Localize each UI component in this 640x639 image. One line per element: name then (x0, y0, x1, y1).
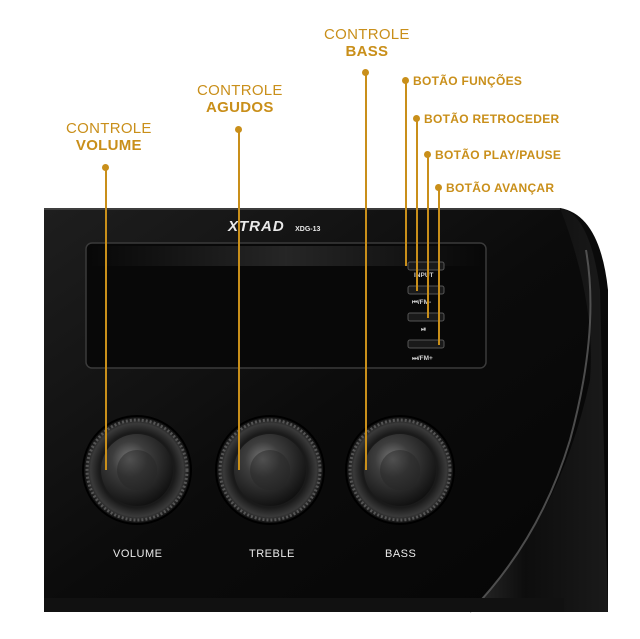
play-callout: BOTÃO PLAY/PAUSE (435, 148, 562, 162)
bass-knob (345, 415, 455, 525)
bass-callout-line (365, 73, 367, 470)
forward-callout-dot (435, 184, 442, 191)
rewind-callout-line (416, 119, 418, 291)
treble-callout-line2: AGUDOS (206, 99, 274, 116)
rewind-callout-dot (413, 115, 420, 122)
bass-callout-dot (362, 69, 369, 76)
volume-callout-dot (102, 164, 109, 171)
input-button-label: INPUT (414, 272, 434, 279)
next-button-label: ⏭/FM+ (412, 355, 433, 362)
treble-callout: CONTROLE AGUDOS (197, 82, 283, 116)
model-number: XDG-13 (295, 226, 321, 233)
volume-label: VOLUME (113, 548, 163, 560)
play-callout-line (427, 155, 429, 318)
forward-callout: BOTÃO AVANÇAR (446, 181, 555, 195)
volume-callout-line (105, 168, 107, 470)
volume-callout-line1: CONTROLE (66, 120, 152, 137)
prev-button-label: ⏮/FM- (412, 299, 432, 306)
functions-callout-dot (402, 77, 409, 84)
treble-knob (215, 415, 325, 525)
functions-callout: BOTÃO FUNÇÕES (413, 74, 523, 88)
treble-callout-dot (235, 126, 242, 133)
volume-knob (82, 415, 192, 525)
treble-label: TREBLE (249, 548, 295, 560)
treble-callout-line (238, 130, 240, 470)
rewind-callout: BOTÃO RETROCEDER (424, 112, 560, 126)
play-button-label: ⏯ (421, 326, 427, 333)
bass-label: BASS (385, 548, 417, 560)
volume-callout-line2: VOLUME (75, 137, 142, 154)
functions-callout-line (405, 81, 407, 266)
brand-name: XTRAD (228, 218, 285, 235)
brand-logo: XTRAD XDG-13 (228, 218, 320, 236)
bass-callout-line2: BASS (345, 43, 389, 60)
play-callout-dot (424, 151, 431, 158)
treble-callout-line1: CONTROLE (197, 82, 283, 99)
volume-callout: CONTROLE VOLUME (66, 120, 152, 154)
forward-callout-line (438, 188, 440, 345)
bass-callout: CONTROLE BASS (324, 26, 410, 60)
bass-callout-line1: CONTROLE (324, 26, 410, 43)
